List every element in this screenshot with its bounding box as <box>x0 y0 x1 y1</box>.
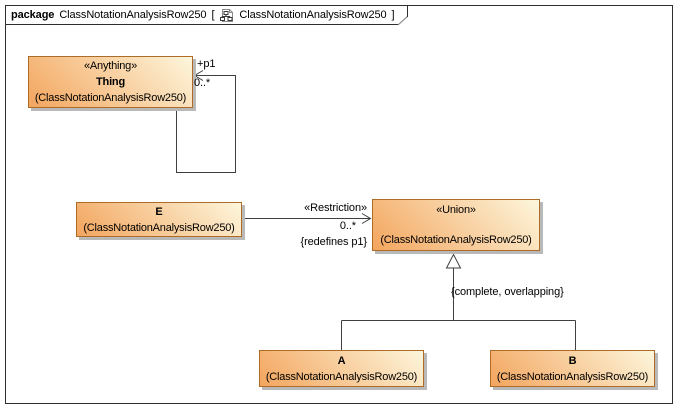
frame-package-name: ClassNotationAnalysisRow250 <box>59 9 207 21</box>
frame-header[interactable]: package ClassNotationAnalysisRow250 [ Cl… <box>11 7 395 23</box>
frame-bracket-open: [ <box>211 9 215 21</box>
stereotype-label-restriction[interactable]: «Restriction» <box>304 202 367 214</box>
class-qualifier: (ClassNotationAnalysisRow250) <box>380 234 532 246</box>
class-qualifier: (ClassNotationAnalysisRow250) <box>265 370 418 383</box>
class-name: Thing <box>96 76 125 88</box>
class-name: A <box>337 354 346 367</box>
frame-bracket-close: ] <box>391 9 395 21</box>
multiplicity-label-loop[interactable]: 0..* <box>194 77 211 89</box>
class-name: E <box>155 205 163 218</box>
multiplicity-label-restriction[interactable]: 0..* <box>339 220 356 232</box>
stereotype-label: «Union» <box>436 204 476 216</box>
class-node-union[interactable]: «Union» (ClassNotationAnalysisRow250) <box>372 199 540 251</box>
tab-corner-shade <box>397 16 408 26</box>
class-node-a[interactable]: A (ClassNotationAnalysisRow250) <box>259 350 424 387</box>
class-node-e[interactable]: E (ClassNotationAnalysisRow250) <box>76 202 242 237</box>
class-qualifier: (ClassNotationAnalysisRow250) <box>34 92 187 104</box>
constraint-label-redefines[interactable]: {redefines p1} <box>300 236 368 248</box>
role-label-p1[interactable]: +p1 <box>197 58 216 70</box>
class-qualifier: (ClassNotationAnalysisRow250) <box>496 370 649 383</box>
class-name: B <box>568 354 577 367</box>
class-node-b[interactable]: B (ClassNotationAnalysisRow250) <box>490 350 655 387</box>
open-arrowhead-icon <box>193 70 204 81</box>
generalization-triangle-icon <box>445 253 462 269</box>
constraint-label-generalization-set[interactable]: {complete, overlapping} <box>451 286 564 298</box>
stereotype-label: «Anything» <box>83 60 138 72</box>
open-arrowhead-icon <box>361 213 372 224</box>
class-diagram-icon <box>220 8 234 22</box>
class-node-thing[interactable]: «Anything» Thing (ClassNotationAnalysisR… <box>28 56 193 108</box>
frame-diagram-name: ClassNotationAnalysisRow250 <box>239 9 387 21</box>
edge-self-association[interactable] <box>176 75 236 173</box>
class-qualifier: (ClassNotationAnalysisRow250) <box>83 221 235 234</box>
frame-keyword: package <box>11 9 55 21</box>
